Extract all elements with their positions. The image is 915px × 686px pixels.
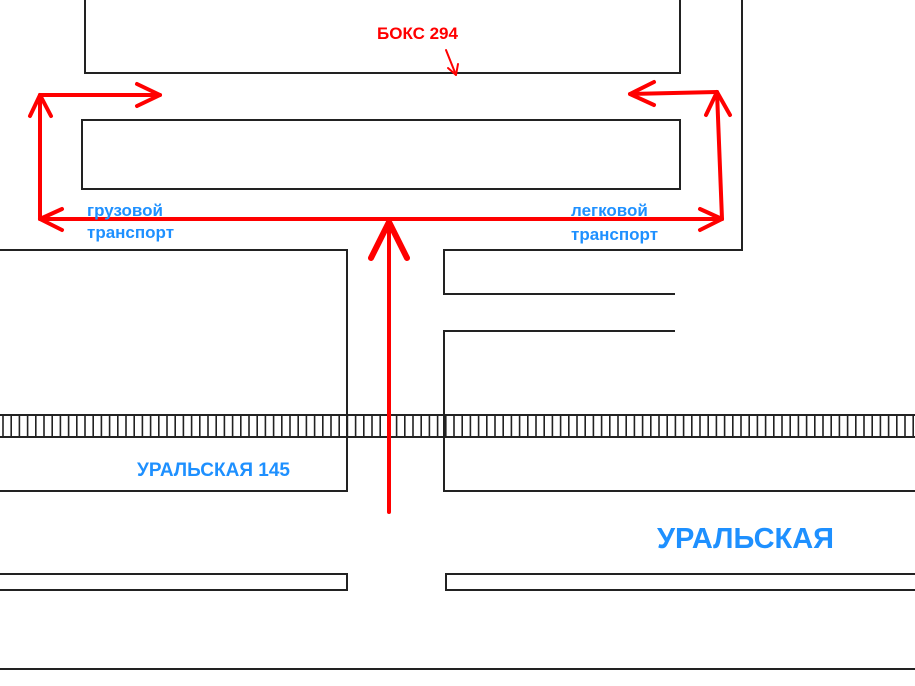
car-label-line1: легковой (571, 201, 648, 220)
railway-track-icon (0, 414, 915, 438)
left-top-arrowhead (135, 82, 162, 108)
building-box-block (84, 0, 681, 74)
truck-label-line1: грузовой (87, 201, 163, 220)
main-entry-arrowhead (368, 219, 410, 261)
building-left-lot (0, 249, 348, 492)
curb-right (445, 573, 915, 591)
address-label: УРАЛЬСКАЯ 145 (137, 460, 290, 481)
right-vertical-route (715, 90, 724, 221)
box-pointer-head (447, 63, 459, 76)
right-top-route (628, 90, 719, 96)
car-label-line2: транспорт (571, 225, 658, 244)
building-middle-block (81, 119, 681, 190)
curb-left (0, 573, 348, 591)
route-arrow-icon (28, 49, 732, 514)
outer-wall-right (443, 0, 743, 295)
street-label: УРАЛЬСКАЯ (657, 523, 834, 555)
box-pointer (445, 49, 457, 76)
box-label: БОКС 294 (377, 24, 459, 43)
building-right-lot (443, 330, 915, 492)
truck-label-line2: транспорт (87, 223, 174, 242)
right-top-arrowhead (628, 80, 656, 107)
